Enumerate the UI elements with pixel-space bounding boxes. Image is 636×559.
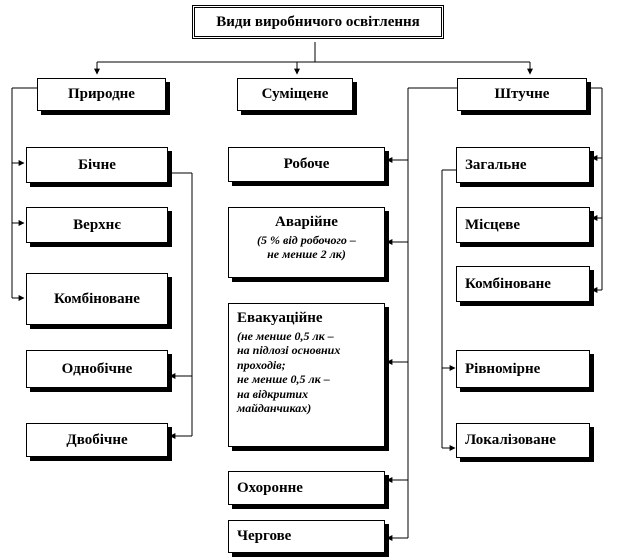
artificial-localized: Локалізоване bbox=[456, 423, 590, 458]
combined-duty: Чергове bbox=[228, 520, 385, 553]
category-artificial: Штучне bbox=[457, 78, 587, 111]
natural-single-side: Однобічне bbox=[26, 350, 168, 388]
emergency-label: Аварійне bbox=[275, 214, 338, 230]
evacuation-note-line-4: не менше 0,5 лк – bbox=[237, 372, 330, 387]
artificial-general: Загальне bbox=[456, 147, 590, 183]
artificial-uniform: Рівномірне bbox=[456, 350, 590, 388]
evacuation-note-line-3: проходів; bbox=[237, 357, 286, 372]
combined-emergency: Аварійне (5 % від робочого – не менше 2 … bbox=[228, 207, 385, 278]
artificial-local: Місцеве bbox=[456, 207, 590, 243]
natural-double-side: Двобічне bbox=[26, 423, 168, 457]
combined-evacuation: Евакуаційне (не менше 0,5 лк – на підлоз… bbox=[228, 303, 385, 447]
evacuation-note-line-2: на підлозі основних bbox=[237, 343, 341, 358]
evacuation-note-line-5: на відкритих bbox=[237, 386, 309, 401]
evacuation-note-line-6: майданчиках) bbox=[237, 400, 312, 415]
evacuation-label: Евакуаційне bbox=[237, 310, 323, 326]
combined-security: Охоронне bbox=[228, 471, 385, 505]
emergency-note-line-1: (5 % від робочого – bbox=[257, 233, 356, 247]
emergency-note-line-2: не менше 2 лк) bbox=[267, 247, 346, 262]
evacuation-note-line-1: (не менше 0,5 лк – bbox=[237, 329, 334, 343]
combined-working: Робоче bbox=[228, 147, 385, 182]
category-natural: Природне bbox=[37, 78, 166, 111]
diagram-title: Види виробничого освітлення bbox=[192, 5, 444, 39]
artificial-combined: Комбіноване bbox=[456, 266, 590, 302]
category-combined: Суміщене bbox=[237, 78, 353, 111]
natural-combined: Комбіноване bbox=[26, 273, 168, 325]
natural-side: Бічне bbox=[26, 147, 168, 183]
natural-top: Верхнє bbox=[26, 207, 168, 243]
